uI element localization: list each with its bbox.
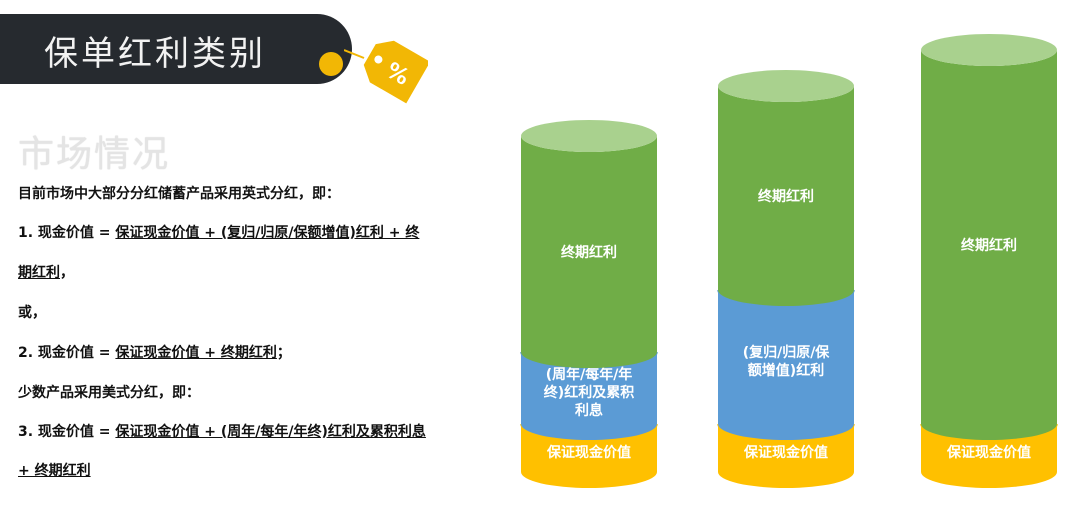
cylinder-1-segment-2-label: (周年/每年/年 bbox=[546, 366, 633, 383]
cylinder-2-segment-1 bbox=[718, 424, 854, 488]
formula-1-line-2: 期红利， bbox=[18, 262, 74, 282]
formula-1-suffix: ， bbox=[60, 265, 74, 281]
page-title: 保单红利类别 bbox=[44, 34, 266, 74]
cylinder-1: 保证现金价值 (周年/每年/年终)红利及累积利息 终期红利 bbox=[520, 120, 658, 488]
cylinder-1-segment-3 bbox=[521, 136, 657, 368]
cylinder-2-segment-3 bbox=[718, 86, 854, 306]
cylinder-1-segment-2-label: 利息 bbox=[575, 402, 603, 419]
formula-3-prefix: 3. 现金价值 = bbox=[18, 424, 116, 440]
cylinder-2-segment-3-label: 终期红利 bbox=[758, 188, 814, 205]
cylinder-1-segment-3-label: 终期红利 bbox=[561, 244, 617, 261]
cylinder-2-segment-1-label: 保证现金价值 bbox=[743, 444, 828, 461]
formula-2-expression: 保证现金价值 + 终期红利 bbox=[115, 345, 277, 361]
formula-1-prefix: 1. 现金价值 = bbox=[18, 225, 116, 241]
cylinder-3-segment-1 bbox=[921, 424, 1057, 488]
cylinder-3-top-cap bbox=[921, 34, 1057, 66]
formula-3-expression: 保证现金价值 + (周年/每年/年终)红利及累积利息 bbox=[115, 424, 426, 440]
percent-tag-icon: % bbox=[344, 40, 428, 104]
cylinder-1-segment-1 bbox=[521, 424, 657, 488]
cylinder-2-top-cap bbox=[718, 70, 854, 102]
formula-2-suffix: ； bbox=[276, 345, 291, 361]
cylinder-1-segment-2-label: 终)红利及累积 bbox=[544, 384, 634, 401]
cylinder-1-segment-2 bbox=[521, 352, 657, 440]
formula-1-line-1: 1. 现金价值 = 保证现金价值 + (复归/归原/保额增值)红利 + 终 bbox=[18, 222, 419, 242]
formula-1-expression-cont: 期红利 bbox=[18, 265, 60, 281]
section-heading: 市场情况 bbox=[18, 134, 171, 175]
cylinder-2-segment-2-label: (复归/归原/保 bbox=[743, 344, 831, 361]
formula-3-line-2: + 终期红利 bbox=[18, 460, 91, 480]
cylinder-2-segment-2-label: 额增值)红利 bbox=[748, 362, 824, 379]
intro-text: 目前市场中大部分分红储蓄产品采用英式分红，即： bbox=[18, 186, 340, 202]
cylinder-3-segment-1-label: 保证现金价值 bbox=[946, 444, 1031, 461]
formula-3-expression-cont: + 终期红利 bbox=[18, 463, 91, 479]
formula-3-line-1: 3. 现金价值 = 保证现金价值 + (周年/每年/年终)红利及累积利息 bbox=[18, 421, 426, 441]
minority-text: 少数产品采用美式分红，即： bbox=[18, 385, 200, 401]
title-bar: 保单红利类别 bbox=[0, 14, 352, 84]
cylinder-1-segment-1-label: 保证现金价值 bbox=[546, 444, 631, 461]
title-dot-decoration bbox=[319, 52, 343, 76]
formula-2-prefix: 2. 现金价值 = bbox=[18, 345, 116, 361]
formula-2: 2. 现金价值 = 保证现金价值 + 终期红利； bbox=[18, 342, 291, 362]
cylinder-1-top-cap bbox=[521, 120, 657, 152]
or-text: 或， bbox=[18, 305, 46, 321]
cylinder-3-segment-2-label: 终期红利 bbox=[961, 237, 1017, 254]
cylinder-2-segment-2 bbox=[718, 290, 854, 440]
cylinder-3-segment-2 bbox=[921, 50, 1057, 440]
formula-1-expression: 保证现金价值 + (复归/归原/保额增值)红利 + 终 bbox=[115, 225, 420, 241]
